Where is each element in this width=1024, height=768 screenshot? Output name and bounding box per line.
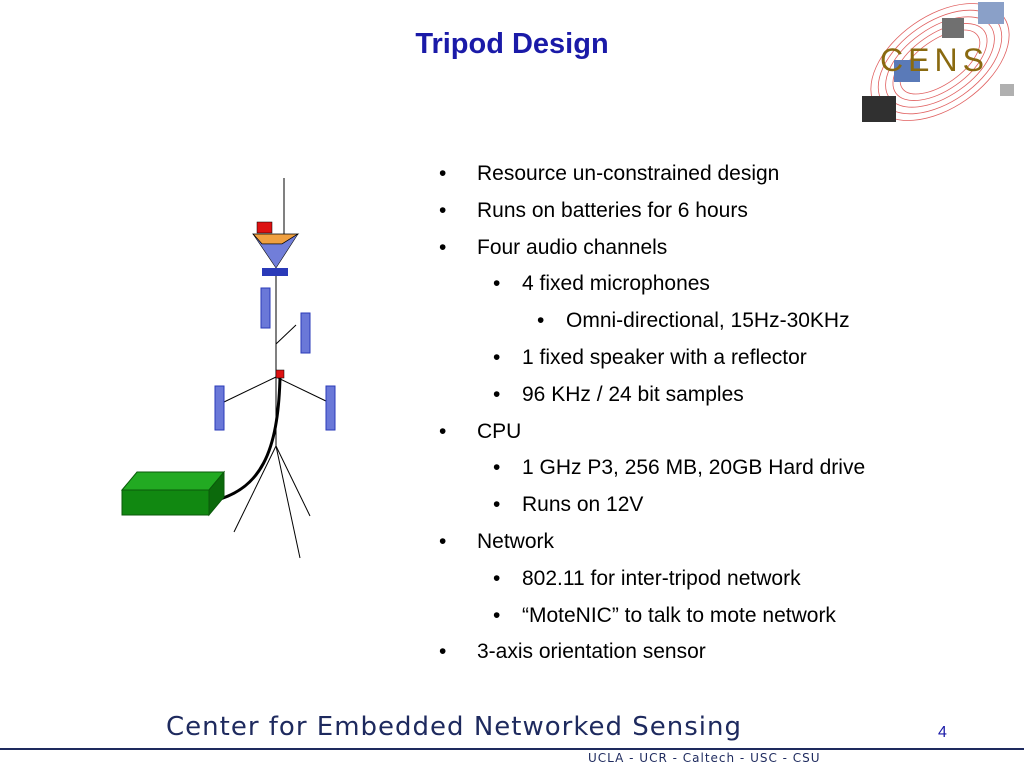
bullet-text: “MoteNIC” to talk to mote network — [522, 603, 836, 627]
bullet-text: 96 KHz / 24 bit samples — [522, 382, 744, 406]
bullet-item: • Runs on 12V — [430, 489, 1020, 526]
orientation-sensor-marker — [275, 369, 285, 379]
bullet-item: • 3-axis orientation sensor — [430, 636, 1020, 673]
bullet-item: • Four audio channels — [430, 232, 1020, 269]
bullet-item: • CPU — [430, 416, 1020, 453]
microphone-3 — [214, 385, 225, 431]
bullet-glyph: • — [439, 419, 447, 443]
bullet-item: • Resource un-constrained design — [430, 158, 1020, 195]
tripod-diagram — [120, 178, 336, 559]
footer-divider — [0, 748, 1024, 750]
bullet-glyph: • — [493, 272, 501, 296]
footer-title: Center for Embedded Networked Sensing — [166, 712, 742, 742]
microphone-1 — [260, 287, 271, 329]
bullet-item: • Runs on batteries for 6 hours — [430, 195, 1020, 232]
bullet-list: • Resource un-constrained design • Runs on… — [430, 158, 1020, 673]
bullet-text: 1 GHz P3, 256 MB, 20GB Hard drive — [522, 456, 866, 480]
bullet-glyph: • — [439, 640, 447, 664]
microphone-2 — [300, 312, 311, 354]
bullet-item: • Omni-directional, 15Hz-30KHz — [430, 305, 1020, 342]
tripod-mast — [223, 178, 329, 446]
bullet-item: • Network — [430, 526, 1020, 563]
bullet-text: 802.11 for inter-tripod network — [522, 566, 801, 590]
power-cable — [207, 377, 282, 504]
bullet-text: Runs on 12V — [522, 493, 644, 517]
logo-text: CENS — [880, 42, 989, 78]
bullet-glyph: • — [493, 382, 501, 406]
bullet-text: Runs on batteries for 6 hours — [477, 198, 748, 222]
bullet-glyph: • — [493, 566, 501, 590]
bullet-glyph: • — [439, 198, 447, 222]
bullet-glyph: • — [439, 235, 447, 259]
bullet-text: Four audio channels — [477, 235, 668, 259]
speaker-marker — [256, 221, 273, 234]
bullet-glyph: • — [493, 456, 501, 480]
bullet-glyph: • — [493, 603, 501, 627]
bullet-item: • 802.11 for inter-tripod network — [430, 563, 1020, 600]
speaker-base — [262, 268, 288, 276]
slide-title: Tripod Design — [415, 28, 609, 60]
microphone-4 — [325, 385, 336, 431]
tripod-legs — [233, 445, 311, 559]
bullet-item: • 96 KHz / 24 bit samples — [430, 379, 1020, 416]
bullet-text: Omni-directional, 15Hz-30KHz — [566, 309, 850, 333]
bullet-glyph: • — [439, 529, 447, 553]
cens-logo-icon — [862, 2, 1014, 122]
bullet-text: CPU — [477, 419, 522, 443]
bullet-item: • 1 GHz P3, 256 MB, 20GB Hard drive — [430, 452, 1020, 489]
bullet-text: 1 fixed speaker with a reflector — [522, 345, 807, 369]
bullet-glyph: • — [537, 309, 545, 333]
bullet-item: • 1 fixed speaker with a reflector — [430, 342, 1020, 379]
bullet-glyph: • — [493, 493, 501, 517]
footer-subtitle: UCLA - UCR - Caltech - USC - CSU — [588, 751, 821, 765]
bullet-item: • 4 fixed microphones — [430, 268, 1020, 305]
bullet-glyph: • — [493, 345, 501, 369]
speaker-cone — [252, 233, 299, 269]
bullet-item: • “MoteNIC” to talk to mote network — [430, 600, 1020, 637]
bullet-text: 3-axis orientation sensor — [477, 640, 706, 664]
bullet-glyph: • — [439, 162, 447, 185]
battery-box — [120, 470, 226, 517]
bullet-text: Resource un-constrained design — [477, 162, 780, 185]
bullet-text: Network — [477, 529, 555, 553]
page-number: 4 — [938, 724, 947, 741]
bullet-text: 4 fixed microphones — [522, 272, 710, 296]
